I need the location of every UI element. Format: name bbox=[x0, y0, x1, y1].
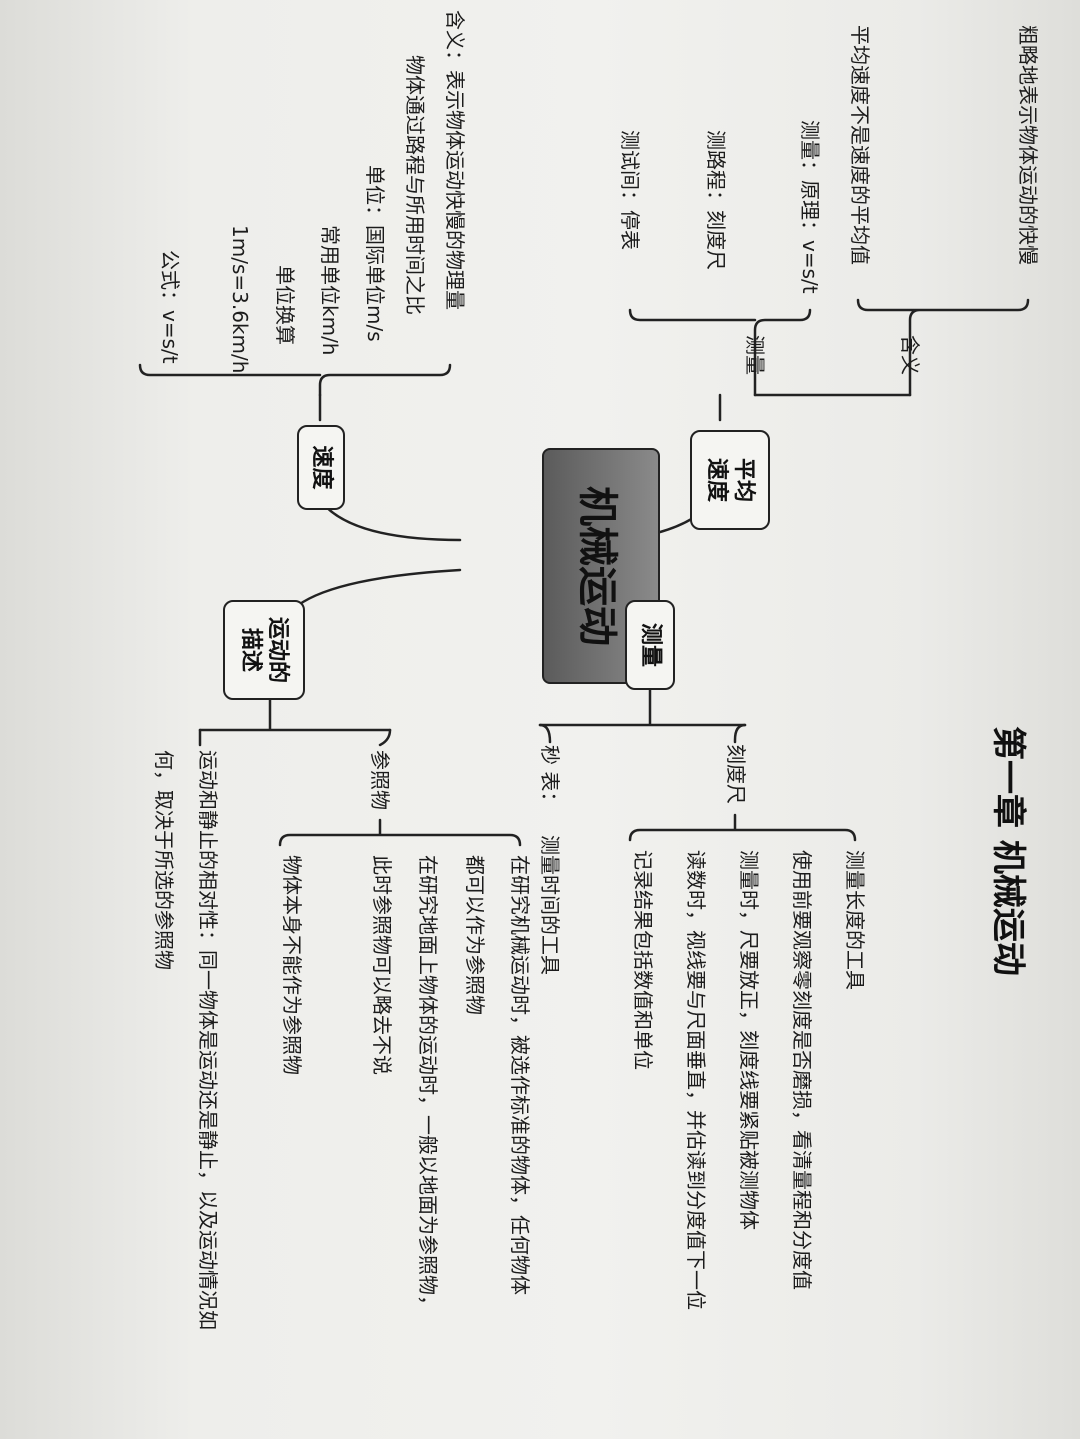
link-watch-stem bbox=[538, 723, 552, 744]
watch-text: 测量时间的工具 bbox=[538, 835, 562, 975]
speed-item-3: 单位：国际单位m/s bbox=[363, 165, 387, 342]
branch-motion-line2: 描述 bbox=[238, 627, 263, 672]
avg-measure-item-2: 测路程：刻度尺 bbox=[704, 130, 728, 270]
ruler-item-3: 测量时，尺要放正，刻度线要紧贴被测物体 bbox=[737, 850, 761, 1230]
speed-item-5: 单位换算 bbox=[273, 265, 297, 345]
branch-measure[interactable]: 测量 bbox=[625, 600, 675, 690]
ref-item-2: 都可以作为参照物 bbox=[463, 855, 487, 1015]
ruler-item-1: 测量长度的工具 bbox=[843, 850, 867, 990]
speed-item-6: 1m/s=3.6km/h bbox=[228, 225, 252, 374]
branch-avg-speed[interactable]: 平均 速度 bbox=[690, 430, 770, 530]
link-ruler-stem bbox=[733, 723, 747, 744]
branch-motion-line1: 运动的 bbox=[265, 616, 291, 683]
ref-item-5: 物体本身不能作为参照物 bbox=[280, 855, 304, 1075]
link-center-motion bbox=[278, 568, 462, 642]
bracket-ref bbox=[278, 818, 522, 847]
bracket-ruler bbox=[628, 813, 857, 842]
relativity-line-2: 何，取决于所选的参照物 bbox=[152, 750, 176, 970]
avg-meaning-label: 含义 bbox=[898, 335, 922, 375]
ref-item-3: 在研究地面上物体的运动时，一般以地面为参照物， bbox=[416, 855, 440, 1315]
bracket-avg-measure bbox=[628, 308, 812, 397]
ref-item-1: 在研究机械运动时，被选作标准的物体，任何物体 bbox=[508, 855, 532, 1295]
ruler-item-2: 使用前要观察零刻度是否磨损，看清量程和分度值 bbox=[790, 850, 814, 1290]
link-avg-split bbox=[718, 393, 912, 422]
branch-motion[interactable]: 运动的 描述 bbox=[223, 600, 305, 700]
speed-item-4: 常用单位km/h bbox=[318, 225, 342, 356]
ref-label: 参照物 bbox=[368, 750, 392, 810]
bracket-meaning bbox=[856, 298, 1030, 397]
watch-label: 秒 表： bbox=[538, 745, 562, 812]
avg-measure-item-1: 测量：原理：v=s/t bbox=[798, 120, 822, 294]
branch-speed[interactable]: 速度 bbox=[297, 425, 345, 510]
ref-item-4: 此时参照物可以略去不说 bbox=[370, 855, 394, 1075]
link-ref-stem bbox=[378, 728, 392, 747]
avg-measure-label: 测量 bbox=[743, 335, 767, 375]
branch-avg-speed-line2: 速度 bbox=[704, 457, 729, 502]
avg-measure-item-3: 测试间：停表 bbox=[618, 130, 642, 250]
speed-item-7: 公式：v=s/t bbox=[158, 250, 182, 364]
chapter-title: 第一章 机械运动 bbox=[988, 726, 1028, 976]
ruler-item-4: 读数时，视线要与尺面垂直，并估读到分度值下一位 bbox=[684, 850, 708, 1310]
speed-item-2: 物体通过路程与所用时间之比 bbox=[403, 55, 427, 315]
avg-meaning-item-1: 粗略地表示物体运动的快慢 bbox=[1016, 25, 1040, 265]
bracket-speed bbox=[138, 363, 452, 397]
avg-meaning-item-2: 平均速度不是速度的平均值 bbox=[848, 25, 872, 265]
link-motion-split bbox=[198, 698, 392, 732]
ruler-label: 刻度尺 bbox=[724, 744, 748, 804]
ruler-item-5: 记录结果包括数值和单位 bbox=[631, 850, 655, 1070]
speed-item-1: 含义：表示物体运动快慢的物理量 bbox=[443, 10, 467, 310]
branch-avg-speed-line1: 平均 bbox=[731, 457, 757, 502]
link-measure-split bbox=[538, 688, 747, 727]
relativity-line-1: 运动和静止的相对性：同一物体是运动还是静止，以及运动情况如 bbox=[196, 750, 220, 1330]
